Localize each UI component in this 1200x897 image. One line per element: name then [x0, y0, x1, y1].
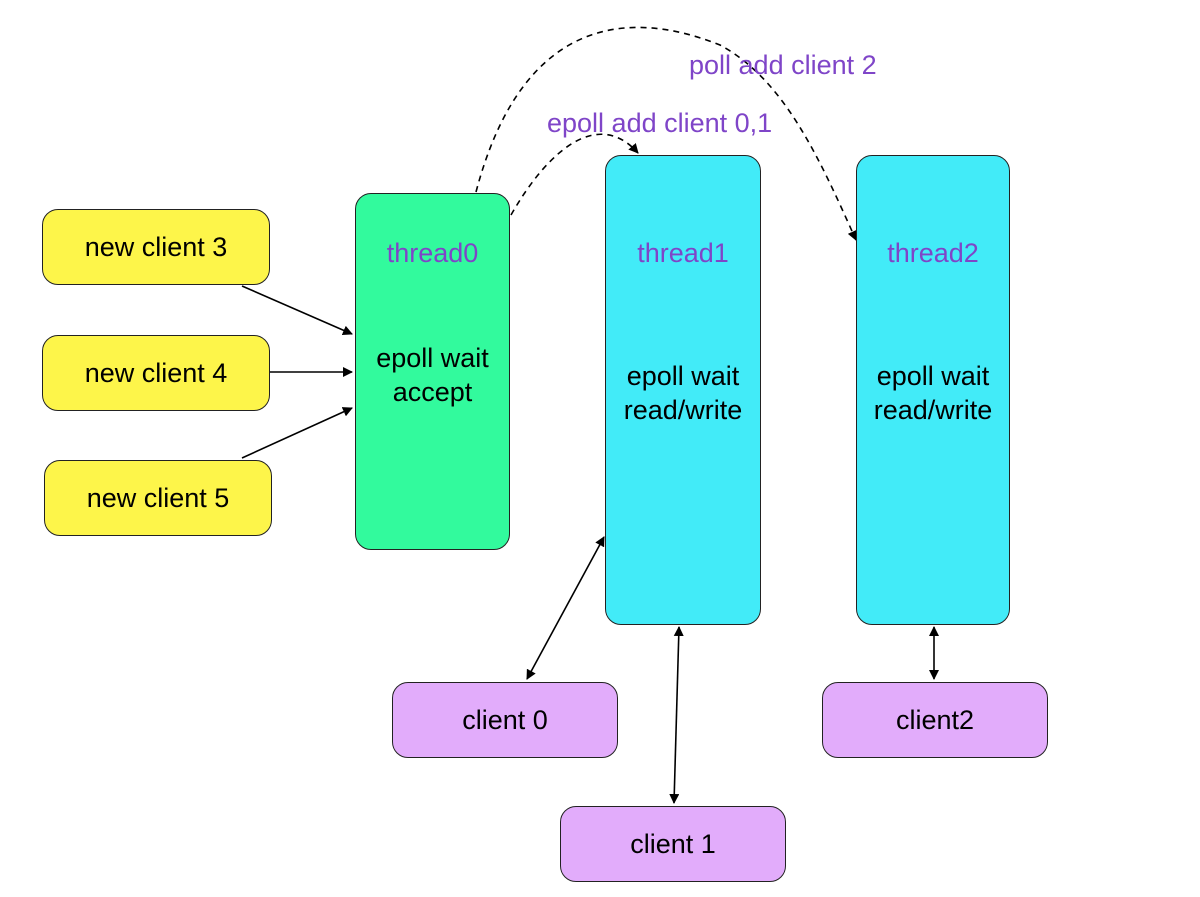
- client-0-label: client 0: [462, 704, 548, 735]
- thread1-box: thread1 epoll wait read/write: [605, 155, 761, 625]
- new-client-3-label: new client 3: [84, 231, 228, 262]
- link-thread1-client1: [669, 626, 684, 804]
- link-thread1-client0: [526, 536, 605, 680]
- new-client-4-box: new client 4: [42, 335, 270, 411]
- flow-label-epoll-add-client-0-1: epoll add client 0,1: [547, 108, 773, 138]
- client-2-box: client2: [822, 682, 1048, 758]
- new-client-4-label: new client 4: [84, 357, 228, 388]
- arrow-new-client-3-to-thread0: [241, 285, 353, 335]
- thread1-desc: epoll wait read/write: [623, 361, 743, 425]
- flow-label-poll-add-client-2: poll add client 2: [689, 50, 877, 80]
- dashed-arrow-thread0-to-thread2: [475, 26, 857, 241]
- thread1-name: thread1: [637, 238, 729, 268]
- client-1-box: client 1: [560, 806, 786, 882]
- dashed-arrow-thread0-to-thread1: [510, 133, 639, 216]
- thread2-box: thread2 epoll wait read/write: [856, 155, 1010, 625]
- thread0-name: thread0: [386, 238, 479, 268]
- client-2-label: client2: [895, 704, 975, 735]
- thread0-desc: epoll wait accept: [376, 343, 489, 407]
- arrow-new-client-5-to-thread0: [241, 407, 353, 459]
- thread2-name: thread2: [887, 238, 979, 268]
- client-0-box: client 0: [392, 682, 618, 758]
- new-client-5-box: new client 5: [44, 460, 272, 536]
- thread0-box: thread0 epoll wait accept: [355, 193, 510, 550]
- client-1-label: client 1: [630, 828, 716, 859]
- thread2-desc: epoll wait read/write: [873, 361, 993, 425]
- new-client-5-label: new client 5: [86, 482, 230, 513]
- new-client-3-box: new client 3: [42, 209, 270, 285]
